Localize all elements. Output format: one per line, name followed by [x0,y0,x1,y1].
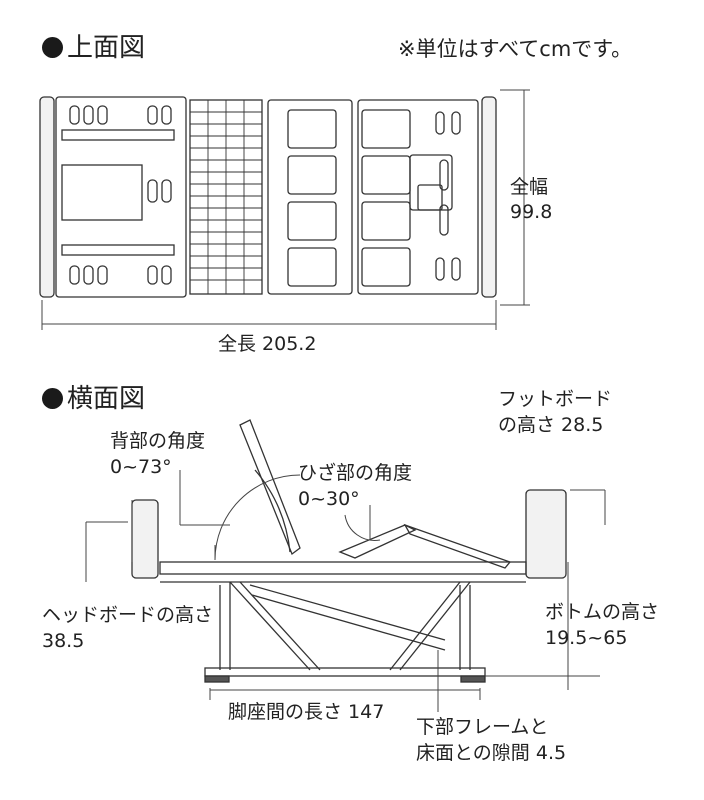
knee-angle-label: ひざ部の角度 [298,462,413,484]
side-view-title: 横面図 [42,384,145,415]
headboard-label: ヘッドボードの高さ [42,604,214,626]
side-view-bed [131,419,567,683]
width-value: 99.8 [510,201,553,223]
back-angle-value: 0~73° [110,456,172,478]
clearance-value: 床面との隙間 4.5 [416,742,567,764]
headboard-value: 38.5 [42,630,85,652]
top-view-bed [39,96,497,298]
clearance-label: 下部フレームと [416,716,549,738]
leg-span-label: 脚座間の長さ 147 [228,701,385,723]
footboard-value: の高さ 28.5 [498,414,604,436]
bottom-height-value: 19.5~65 [545,627,628,649]
back-angle-label: 背部の角度 [110,430,206,452]
top-view-dimensions [41,89,530,330]
length-label: 全長 205.2 [218,333,317,355]
side-view-dimensions [85,489,606,712]
bullet-icon [42,37,63,58]
bottom-height-label: ボトムの高さ [545,601,660,623]
knee-angle-value: 0~30° [298,488,360,510]
side-view-angle-markers [179,470,381,561]
width-label: 全幅 [510,176,549,198]
top-view-slats [190,100,262,294]
footboard-label: フットボード [498,388,613,410]
top-view-title: 上面図 [42,33,145,64]
unit-note: ※単位はすべてcmです。 [398,37,633,61]
bullet-icon [42,388,63,409]
